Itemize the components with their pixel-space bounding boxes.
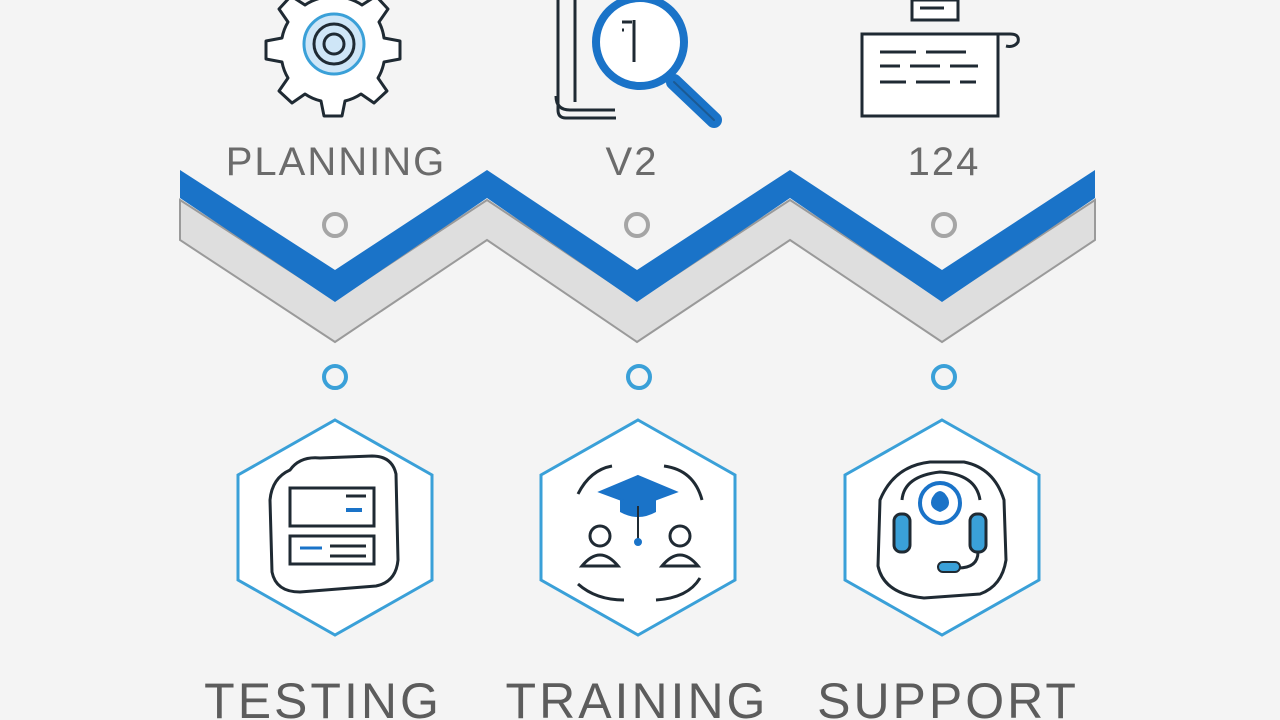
training-hexagon [539, 418, 737, 637]
gear-icon [264, 0, 402, 118]
timeline-dot-1 [322, 212, 348, 238]
step-label-training: TRAINING [505, 673, 769, 720]
zigzag-gray-band [179, 198, 1096, 344]
document-magnifier-icon [554, 0, 722, 128]
zigzag-blue-band [180, 170, 1095, 302]
zigzag-timeline [179, 170, 1096, 344]
step-label-planning: PLANNING [225, 140, 447, 184]
scroll-document-icon [860, 0, 1020, 118]
support-hexagon [843, 418, 1041, 637]
step-label-support: SUPPORT [817, 673, 1079, 720]
connector-dot-2 [626, 364, 652, 390]
step-label-v2: V2 [605, 140, 659, 184]
timeline-dot-2 [624, 212, 650, 238]
testing-hexagon [236, 418, 434, 637]
connector-dot-3 [931, 364, 957, 390]
step-label-124: 124 [907, 140, 981, 184]
connector-dot-1 [322, 364, 348, 390]
step-label-testing: TESTING [204, 673, 442, 720]
timeline-dot-3 [931, 212, 957, 238]
